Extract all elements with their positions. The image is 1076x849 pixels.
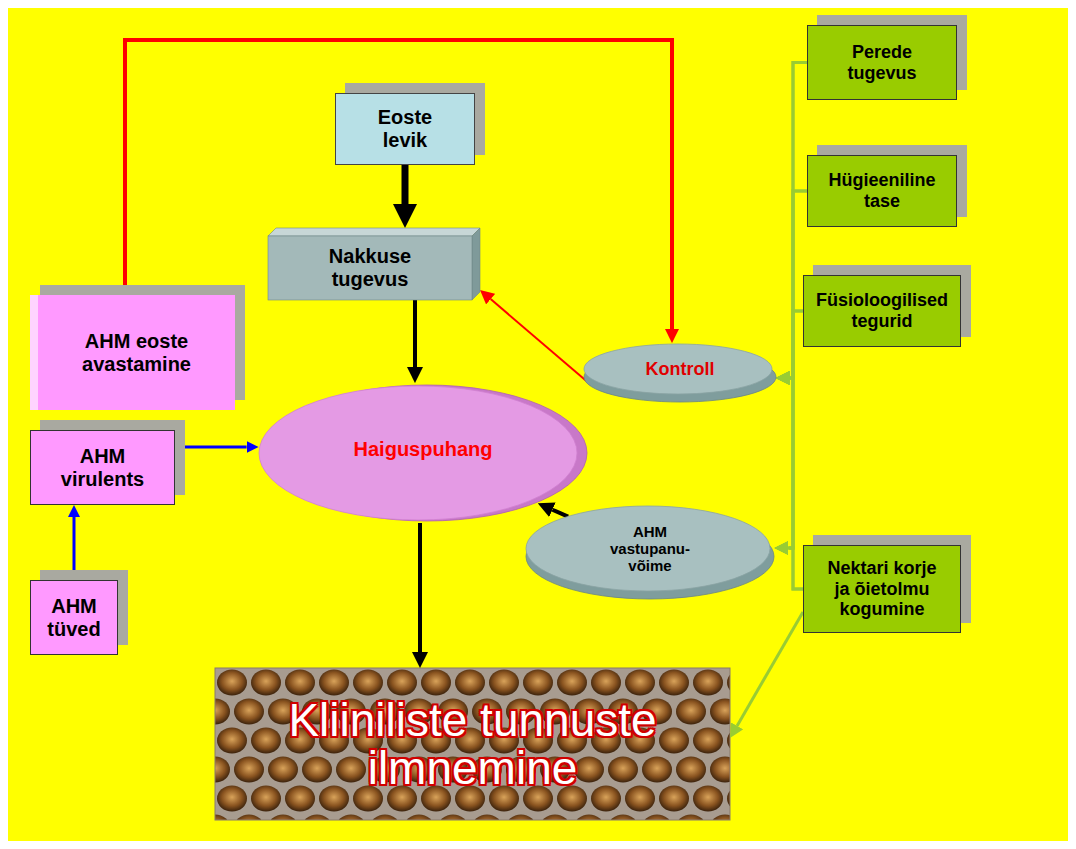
node-label: Kontroll [620,359,740,380]
yellow-ground [8,8,1068,841]
node-label: Hügieeniline tase [820,170,945,211]
node-label: Haiguspuhang [323,438,523,461]
process-box: Eoste levik [335,93,475,165]
node-label: Nektari korje ja õietolmu kogumine [821,558,943,620]
arrow-connector [125,40,672,329]
node-label: AHM tüved [43,595,105,641]
node-label: Nakkuse tugevus [315,245,425,291]
honeycomb-picture [215,668,730,820]
arrow-connector [402,165,409,204]
outbreak-ellipse: Haiguspuhang [258,383,588,523]
arrow-connector [73,517,76,580]
arrow-connector [491,299,591,385]
arrow-connector [175,446,247,449]
node-label: AHM eoste avastamine [62,330,212,376]
node-label: AHM virulents [53,445,153,491]
intensity-box: Nakkuse tugevus [268,228,480,300]
factor-box: Hügieeniline tase [807,155,957,227]
factor-box: Nektari korje ja õietolmu kogumine [803,545,961,633]
arrow-connector [737,612,803,726]
ahm-box: AHM eoste avastamine [30,295,235,410]
arrow-connector [552,510,568,517]
node-label: AHM vastupanu- võime [600,523,700,575]
factor-box: Perede tugevus [807,25,957,100]
ahm-box: AHM tüved [30,580,118,655]
arrow-connector [413,300,417,367]
arrow-connector [788,191,807,548]
factor-box: Füsioloogilised tegurid [803,275,961,347]
arrow-connector [788,548,803,589]
node-label: Füsioloogilised tegurid [812,290,952,331]
node-label: Perede tugevus [827,42,937,83]
node-label: Eoste levik [360,106,450,152]
outcome-panel: Kliiniliste tunnuste ilmnemine [215,668,730,820]
arrow-connector [418,523,422,652]
ahm-box: AHM virulents [30,430,175,505]
arrow-connector [788,311,803,548]
outcome-title: Kliiniliste tunnuste ilmnemine [233,696,713,793]
control-ellipse: Kontroll [583,343,777,403]
resistance-ellipse: AHM vastupanu- võime [525,505,775,600]
